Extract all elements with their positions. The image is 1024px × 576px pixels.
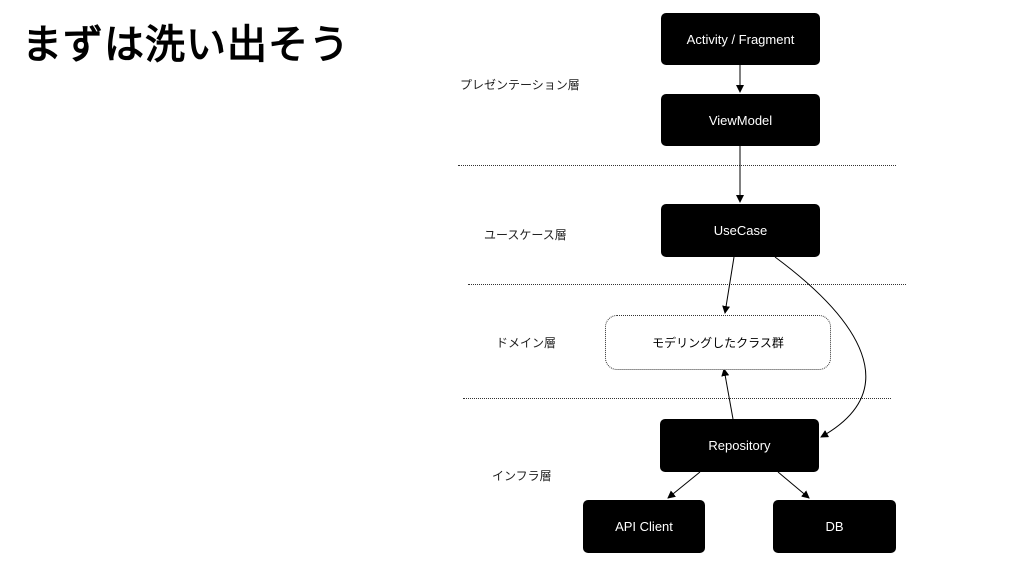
- layer-separator-2: [468, 284, 906, 285]
- box-usecase: UseCase: [661, 204, 820, 257]
- page-title: まずは洗い出そう: [22, 22, 350, 68]
- box-api-client: API Client: [583, 500, 705, 553]
- layer-separator-3: [463, 398, 891, 399]
- arrow-repository-to-api: [667, 471, 701, 499]
- arrow-usecase-to-domain: [722, 256, 735, 314]
- arrow-repository-to-domain: [721, 368, 734, 420]
- layer-label-domain: ドメイン層: [496, 336, 557, 350]
- box-viewmodel: ViewModel: [661, 94, 820, 146]
- box-domain-classes: モデリングしたクラス群: [605, 315, 831, 370]
- arrow-usecase-to-repository: [774, 256, 867, 438]
- layer-label-presentation: プレゼンテーション層: [460, 78, 580, 92]
- box-activity-fragment: Activity / Fragment: [661, 13, 820, 65]
- box-repository: Repository: [660, 419, 819, 472]
- arrow-repository-to-db: [777, 471, 810, 499]
- layer-label-infra: インフラ層: [492, 469, 552, 483]
- box-db: DB: [773, 500, 896, 553]
- layer-separator-1: [458, 165, 896, 166]
- layer-label-usecase: ユースケース層: [484, 228, 567, 242]
